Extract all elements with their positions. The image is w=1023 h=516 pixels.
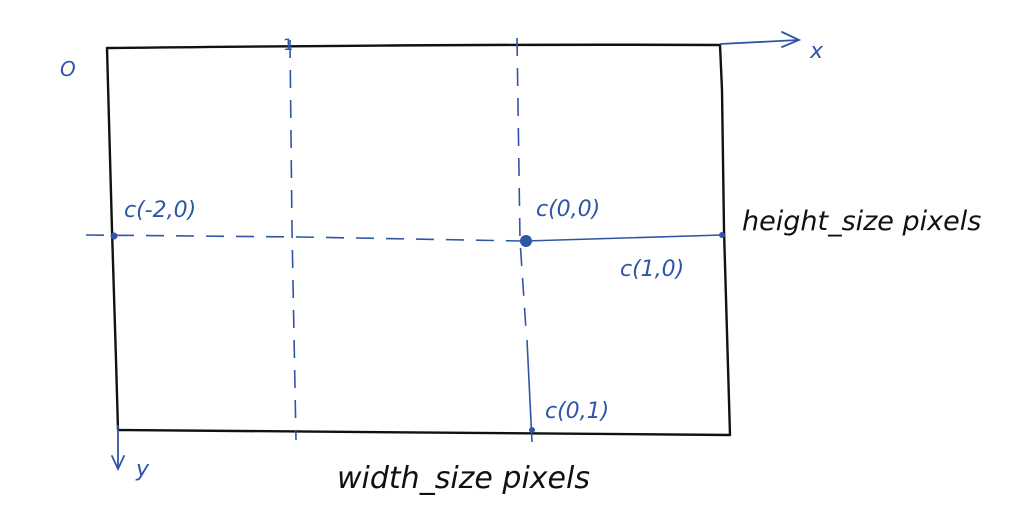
x-axis-arrowhead (781, 31, 802, 48)
x-axis-label: x (809, 39, 824, 64)
y-axis-label: y (135, 457, 150, 482)
point-c-right (719, 232, 725, 238)
label-c-left: c(-2,0) (124, 198, 196, 223)
y-axis-arrowhead (111, 455, 125, 472)
tick-label-x: 1 (283, 35, 293, 54)
label-c-right: c(1,0) (620, 257, 684, 282)
point-c-bottom (529, 427, 535, 433)
point-c-center (520, 235, 532, 247)
dashed-horizontal-line (85, 234, 523, 242)
label-c-bottom: c(0,1) (545, 399, 609, 424)
origin-label: O (60, 57, 76, 81)
image-boundary-rectangle (105, 43, 732, 437)
dashed-vertical-line-1 (289, 39, 297, 441)
width-size-label: width_size pixels (337, 461, 590, 496)
solid-vertical-segment (526, 339, 533, 443)
solid-horizontal-segment (525, 234, 723, 242)
height-size-label: height_size pixels (742, 206, 981, 237)
label-c-center: c(0,0) (536, 197, 600, 222)
point-c-left (110, 232, 118, 240)
x-axis-line (719, 39, 799, 45)
dashed-vertical-line-center (516, 37, 527, 331)
